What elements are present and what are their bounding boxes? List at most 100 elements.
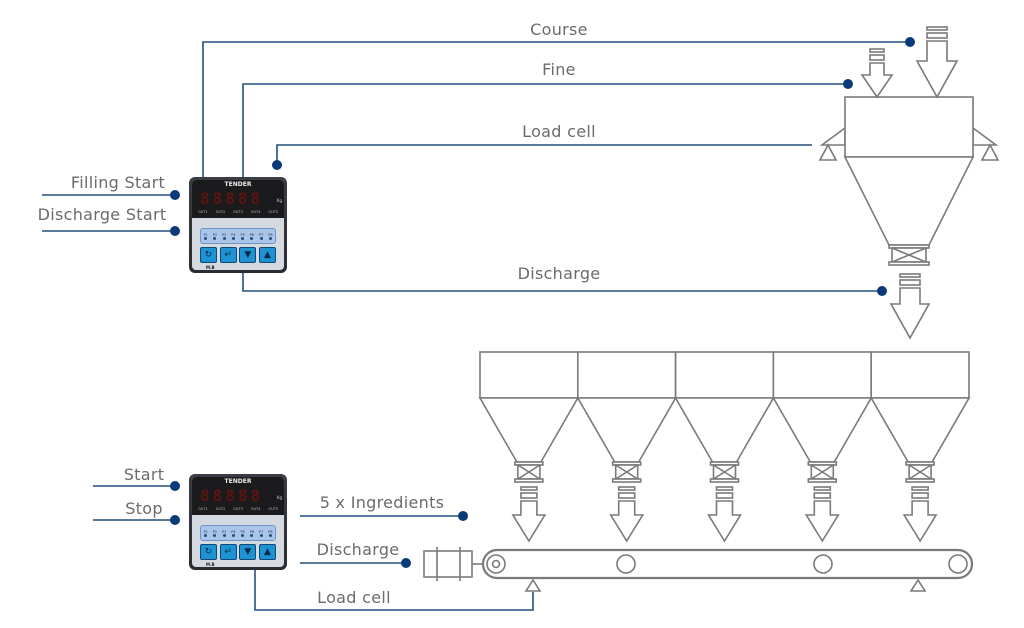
conveyor-roller-hub <box>491 559 501 569</box>
controller-keypad: ↻ ↵ ▼ ▲ <box>200 544 276 560</box>
status-led: P5 <box>240 529 245 537</box>
led-indicator <box>250 533 254 537</box>
up-key-icon[interactable]: ▲ <box>258 247 276 263</box>
valve-flange <box>888 261 930 266</box>
flow-bar <box>926 26 948 31</box>
filling-start-terminal <box>170 190 180 200</box>
reset-key-icon[interactable]: ↻ <box>200 247 217 263</box>
fine-feed-arrow <box>860 48 894 99</box>
ingredient-bin <box>772 351 873 543</box>
led-indicator <box>222 533 226 537</box>
enter-key-icon[interactable]: ↵ <box>219 544 237 560</box>
led-label: P6 <box>249 232 255 237</box>
output-label: OUT4 <box>250 507 261 511</box>
conveyor-belt <box>481 548 974 580</box>
controller-model: M.B <box>206 265 215 270</box>
load-cell-label: Load cell <box>522 122 596 141</box>
status-led: P7 <box>259 233 263 240</box>
valve-flange <box>905 478 935 483</box>
output-label: OUT5 <box>268 507 278 511</box>
down-key-icon[interactable]: ▼ <box>239 247 257 263</box>
discharge-wire <box>242 272 882 292</box>
status-led: P3 <box>222 233 226 240</box>
valve-icon <box>611 461 642 483</box>
enter-key-icon[interactable]: ↵ <box>219 247 237 263</box>
bin-cone <box>478 397 580 463</box>
discharge-arrow <box>889 273 931 340</box>
bin-body <box>674 351 775 399</box>
ingredients-terminal <box>458 511 468 521</box>
controller-model: M.B <box>206 562 215 567</box>
valve-icon <box>888 244 930 266</box>
load-cell-terminal <box>272 160 282 170</box>
bin-cone <box>674 397 775 463</box>
flow-bar <box>869 54 885 61</box>
discharge-terminal <box>877 286 887 296</box>
hopper-body <box>844 96 974 158</box>
hopper-cone <box>843 156 975 246</box>
led-indicator <box>259 533 263 537</box>
flow-bar <box>715 492 734 499</box>
led-indicator <box>204 533 208 537</box>
led-label: P5 <box>240 529 245 534</box>
flow-arrow-icon <box>609 500 645 543</box>
valve-icon <box>514 461 544 483</box>
valve-cross <box>615 464 639 480</box>
conveyor-load-cell-icon <box>524 578 542 592</box>
hopper-bracket-left <box>819 126 846 146</box>
flow-bar <box>869 48 885 53</box>
valve-icon <box>905 461 935 483</box>
bin-body <box>576 351 677 399</box>
status-led: P2 <box>213 233 217 240</box>
led-indicator <box>241 236 245 240</box>
course-terminal <box>905 37 915 47</box>
hopper-discharge-valve <box>888 244 930 266</box>
status-led: P6 <box>250 530 254 537</box>
flow-bar <box>520 492 538 499</box>
led-label: P3 <box>221 529 227 534</box>
bottom-load-cell-wire <box>254 570 534 611</box>
led-label: P5 <box>240 232 245 237</box>
led-label: P1 <box>203 232 208 237</box>
status-led: P8 <box>268 233 273 240</box>
status-led: P4 <box>231 530 236 537</box>
flow-bar <box>899 273 921 278</box>
stop-label: Stop <box>125 499 163 518</box>
load-cell-wire <box>276 144 812 165</box>
ingredient-bin <box>576 351 677 543</box>
led-label: P8 <box>268 529 273 534</box>
conveyor-motor <box>423 550 473 578</box>
flow-arrow-icon <box>902 500 938 543</box>
bin-cone <box>576 397 677 463</box>
output-label: OUT5 <box>268 210 278 214</box>
ingredient-feed-arrow <box>511 486 547 543</box>
ingredient-bin <box>674 351 775 543</box>
discharge-start-terminal <box>170 226 180 236</box>
ingredients-label: 5 x Ingredients <box>320 493 445 512</box>
valve-cross <box>517 464 541 480</box>
valve-cross <box>891 247 927 263</box>
flow-bar <box>715 486 734 491</box>
reset-key-icon[interactable]: ↻ <box>200 544 217 560</box>
bottom-discharge-terminal <box>401 558 411 568</box>
ingredient-bin <box>869 351 971 543</box>
led-label: P2 <box>212 232 218 237</box>
ingredient-bins <box>478 351 971 543</box>
conveyor <box>423 547 974 592</box>
controller-brand: TENDER <box>224 181 252 188</box>
discharge-label: Discharge <box>518 264 601 283</box>
down-key-icon[interactable]: ▼ <box>239 544 257 560</box>
led-indicator <box>231 533 235 537</box>
output-label: OUT1 <box>198 507 208 511</box>
up-key-icon[interactable]: ▲ <box>258 544 276 560</box>
output-label: OUT4 <box>250 210 261 214</box>
controller-brand: TENDER <box>224 478 252 485</box>
bin-body <box>870 351 970 399</box>
controller-unit: Kg <box>276 198 282 203</box>
